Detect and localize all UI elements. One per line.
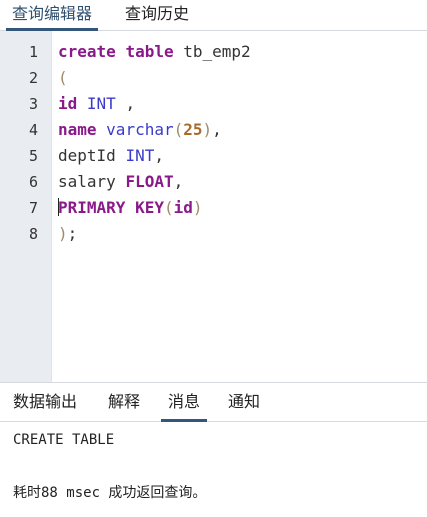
line-number: 7 — [28, 199, 38, 217]
code-line-2: ( — [58, 65, 68, 91]
tab-notifications[interactable]: 通知 — [228, 383, 260, 421]
output-tab-bar: 数据输出 解释 消息 通知 — [0, 382, 427, 422]
punct-token: , — [173, 172, 184, 191]
active-tab-indicator — [161, 419, 208, 422]
keyword-token: table — [125, 42, 174, 61]
code-line-4: name varchar(25), — [58, 117, 222, 143]
code-line-5: deptId INT, — [58, 143, 164, 169]
tab-messages[interactable]: 消息 — [161, 383, 208, 422]
whitespace-token — [97, 120, 107, 139]
editor-tab-bar: 查询编辑器 查询历史 — [0, 0, 427, 31]
tab-data-output-label: 数据输出 — [13, 392, 78, 411]
identifier-token: tb_emp2 — [173, 42, 251, 61]
line-number: 5 — [28, 147, 38, 165]
tab-data-output[interactable]: 数据输出 — [13, 383, 77, 421]
message-line: 耗时88 msec 成功返回查询。 — [13, 485, 207, 501]
paren-token: ( — [163, 198, 174, 217]
punct-token: , — [154, 146, 164, 165]
whitespace-token — [116, 42, 126, 61]
tab-notifications-label: 通知 — [228, 392, 261, 411]
type-token: varchar — [106, 120, 174, 139]
message-line: CREATE TABLE — [13, 432, 115, 448]
type-token: INT — [86, 94, 116, 113]
code-line-3: id INT , — [58, 91, 135, 117]
keyword-token: FLOAT — [125, 172, 174, 191]
tab-query-history-label: 查询历史 — [125, 4, 190, 23]
keyword-token: id — [173, 198, 193, 217]
keyword-token: create — [58, 42, 116, 61]
identifier-token: salary — [58, 172, 126, 191]
tab-explain[interactable]: 解释 — [108, 383, 140, 421]
paren-token: ) — [58, 224, 68, 243]
punct-token: ; — [67, 224, 78, 243]
line-number-gutter: 1 2 3 4 5 6 7 8 — [0, 31, 52, 382]
paren-token: ( — [58, 68, 68, 87]
paren-token: ( — [173, 120, 184, 139]
punct-token: , — [212, 120, 222, 139]
number-token: 25 — [183, 120, 203, 139]
tab-query-editor[interactable]: 查询编辑器 — [6, 0, 99, 31]
keyword-token: PRIMARY KEY — [58, 198, 164, 217]
code-line-8: ); — [58, 221, 77, 247]
code-line-6: salary FLOAT, — [58, 169, 183, 195]
tab-messages-label: 消息 — [168, 392, 201, 411]
paren-token: ) — [202, 120, 213, 139]
line-number: 6 — [28, 173, 38, 191]
active-tab-indicator — [6, 28, 99, 31]
code-line-1: create table tb_emp2 — [58, 39, 251, 65]
tab-query-editor-label: 查询编辑器 — [12, 4, 93, 23]
whitespace-token — [77, 94, 87, 113]
tab-explain-label: 解释 — [108, 392, 141, 411]
keyword-token: id — [58, 94, 78, 113]
line-number: 8 — [28, 225, 38, 243]
text-cursor — [58, 198, 59, 216]
code-line-7: PRIMARY KEY(id) — [58, 195, 203, 221]
identifier-token: deptId — [58, 146, 126, 165]
keyword-token: name — [58, 120, 97, 139]
line-number: 4 — [28, 121, 38, 139]
line-number: 3 — [28, 95, 38, 113]
sql-editor[interactable]: 1 2 3 4 5 6 7 8 create table tb_emp2 ( i… — [0, 31, 427, 382]
line-number: 2 — [28, 69, 38, 87]
line-number: 1 — [28, 43, 38, 61]
punct-token: , — [115, 94, 136, 113]
type-token: INT — [125, 146, 155, 165]
paren-token: ) — [192, 198, 203, 217]
tab-query-history[interactable]: 查询历史 — [125, 0, 189, 30]
messages-panel: CREATE TABLE 耗时88 msec 成功返回查询。 — [0, 422, 427, 517]
